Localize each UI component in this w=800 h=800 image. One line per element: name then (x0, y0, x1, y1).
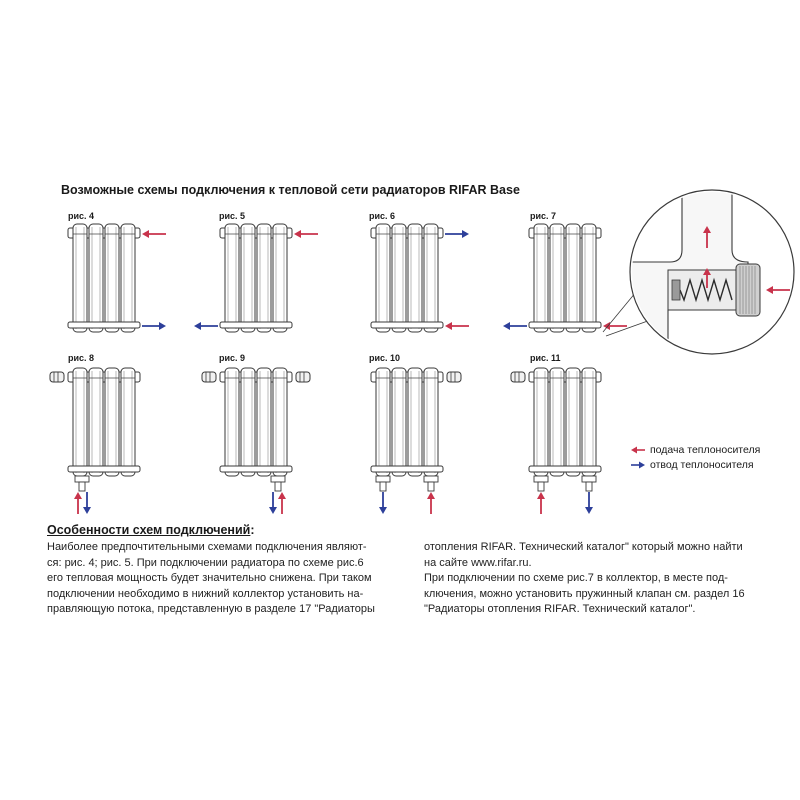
text-line: правляющую потока, представленную в разд… (47, 603, 375, 615)
features-text-left: Наиболее предпочтительными схемами подкл… (47, 540, 409, 618)
bottom-connector-left-fig11 (533, 475, 549, 492)
figure-label-9: рис. 9 (219, 353, 246, 363)
text-line: отопления RIFAR. Технический каталог" ко… (424, 541, 743, 553)
features-text-right: отопления RIFAR. Технический каталог" ко… (424, 540, 786, 618)
return-arrow-fig10 (379, 492, 387, 514)
page-title: Возможные схемы подключения к тепловой с… (61, 183, 520, 197)
legend-supply: подача теплоносителя (631, 444, 760, 456)
return-arrow-fig7 (503, 322, 527, 330)
features-title-colon: : (250, 523, 255, 537)
figure-label-8: рис. 8 (68, 353, 95, 363)
return-arrow-fig11 (585, 492, 593, 514)
radiator-fig7 (528, 223, 602, 333)
valve-icon-right-fig9 (295, 371, 311, 383)
return-arrow-fig5 (194, 322, 218, 330)
supply-arrow-fig8 (74, 492, 82, 514)
valve-icon-fig10 (446, 371, 462, 383)
text-line: ся: рис. 4; рис. 5. При подключении ради… (47, 556, 364, 569)
supply-arrow-fig6 (445, 322, 469, 330)
legend-return: отвод теплоносителя (631, 459, 754, 471)
figure-label-10: рис. 10 (369, 353, 401, 363)
supply-arrow-fig10 (427, 492, 435, 514)
text-line: подключении необходимо в нижний коллекто… (47, 587, 364, 600)
radiator-fig4 (67, 223, 141, 333)
bottom-connector-left-fig10 (375, 475, 391, 492)
bottom-connector-fig8 (74, 475, 90, 492)
spring-valve-inset (602, 189, 795, 355)
radiator-fig9 (219, 367, 293, 477)
radiator-fig10 (370, 367, 444, 477)
radiator-fig11 (528, 367, 602, 477)
text-line: "Радиаторы отопления RIFAR. Технический … (424, 603, 696, 615)
text-line: ключения, можно установить пружинный кла… (424, 587, 745, 600)
supply-arrow-icon (631, 446, 645, 454)
text-line: на сайте www.rifar.ru. (424, 556, 532, 569)
return-arrow-fig4 (142, 322, 166, 330)
bottom-connector-fig9 (270, 475, 286, 492)
supply-arrow-fig4 (142, 230, 166, 238)
figure-label-4: рис. 4 (68, 211, 95, 221)
text-line: его тепловая мощность будет значительно … (47, 572, 372, 584)
valve-icon-fig8 (49, 371, 65, 383)
radiator-fig6 (370, 223, 444, 333)
inset-supply-arrow-up (703, 226, 711, 248)
radiator-fig8 (67, 367, 141, 477)
features-title-text: Особенности схем подключений (47, 523, 251, 537)
supply-arrow-fig7 (603, 322, 627, 330)
features-title: Особенности схем подключений: (47, 523, 255, 537)
return-arrow-fig8 (83, 492, 91, 514)
supply-arrow-fig5 (294, 230, 318, 238)
radiator-fig5 (219, 223, 293, 333)
valve-icon-fig9 (201, 371, 217, 383)
legend-return-label: отвод теплоносителя (650, 459, 754, 471)
legend-supply-label: подача теплоносителя (650, 444, 761, 456)
bottom-connector-right-fig10 (423, 475, 439, 492)
supply-arrow-fig9 (278, 492, 286, 514)
inset-supply-arrow-right (766, 286, 790, 294)
return-arrow-fig9 (269, 492, 277, 514)
return-arrow-fig6 (445, 230, 469, 238)
figure-label-7: рис. 7 (530, 211, 557, 221)
inset-supply-arrow-mid (703, 268, 711, 288)
text-line: Наиболее предпочтительными схемами подкл… (47, 541, 367, 553)
valve-icon-fig11 (510, 371, 526, 383)
figure-label-6: рис. 6 (369, 211, 396, 221)
figure-label-11: рис. 11 (530, 353, 561, 363)
supply-arrow-fig11 (537, 492, 545, 514)
return-arrow-icon (631, 461, 645, 469)
figure-label-5: рис. 5 (219, 211, 246, 221)
text-line: При подключении по схеме рис.7 в коллект… (424, 572, 728, 584)
bottom-connector-right-fig11 (581, 475, 597, 492)
